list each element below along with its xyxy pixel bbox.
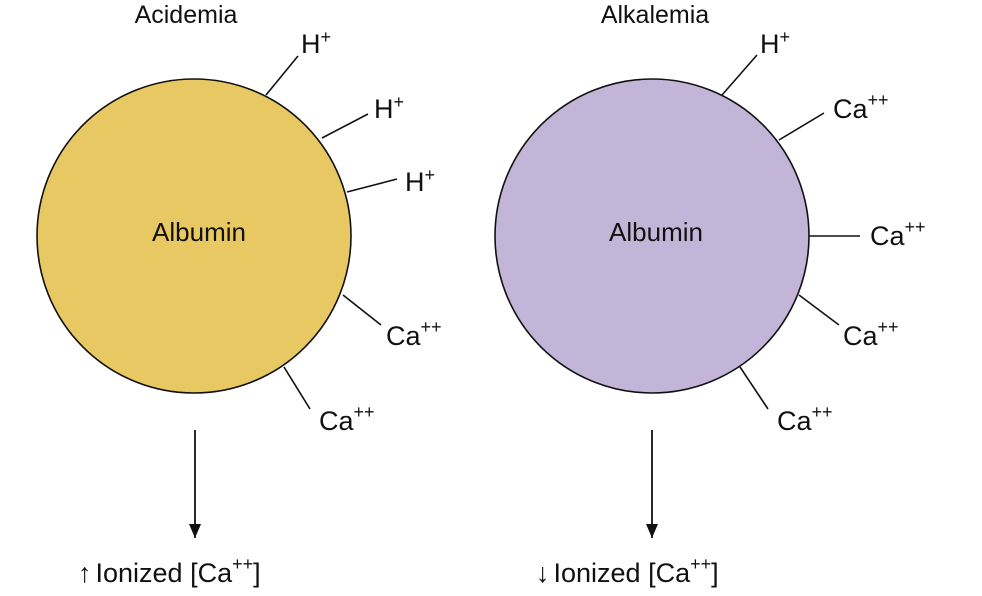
acidemia-title: Acidemia bbox=[135, 1, 238, 29]
albumin-label-alkalemia: Albumin bbox=[609, 217, 703, 247]
bond-line bbox=[778, 112, 825, 141]
bond-line bbox=[265, 55, 299, 96]
albumin-circle-acidemia bbox=[36, 78, 352, 394]
bound-ion-acidemia-3: H+ bbox=[346, 165, 435, 197]
bound-ion-alkalemia-5: Ca++ bbox=[739, 366, 833, 436]
alkalemia-panel: Alkalemia Albumin H+ Ca++ Ca++ Ca++ Ca++… bbox=[494, 1, 926, 588]
ion-label: Ca++ bbox=[833, 90, 889, 124]
ion-label: Ca++ bbox=[319, 402, 375, 436]
bond-line bbox=[342, 294, 382, 326]
result-alkalemia: ↓Ionized [Ca++] bbox=[536, 554, 719, 588]
down-arrow-icon: ↓ bbox=[536, 558, 550, 588]
ion-label: Ca++ bbox=[777, 402, 833, 436]
ion-label: Ca++ bbox=[843, 317, 899, 351]
ion-label: H+ bbox=[405, 165, 435, 197]
bond-line bbox=[283, 366, 311, 410]
bound-ion-alkalemia-3: Ca++ bbox=[809, 217, 926, 251]
ion-label: Ca++ bbox=[386, 317, 442, 351]
alkalemia-title: Alkalemia bbox=[601, 1, 709, 29]
ion-label: Ca++ bbox=[870, 217, 926, 251]
bound-ion-alkalemia-1: H+ bbox=[721, 27, 790, 96]
result-acidemia: ↑Ionized [Ca++] bbox=[78, 554, 261, 588]
ion-label: H+ bbox=[301, 27, 331, 59]
bound-ion-acidemia-4: Ca++ bbox=[342, 294, 442, 351]
bound-ion-acidemia-5: Ca++ bbox=[283, 366, 375, 436]
acidemia-panel: Acidemia Albumin H+ H+ H+ Ca++ Ca++ ↑Ion… bbox=[36, 1, 442, 588]
up-arrow-icon: ↑ bbox=[78, 558, 92, 588]
ion-label: H+ bbox=[374, 92, 404, 124]
bond-line bbox=[798, 294, 840, 326]
bond-line bbox=[739, 366, 769, 410]
bond-line bbox=[321, 113, 369, 139]
bond-line bbox=[346, 178, 398, 193]
bound-ion-acidemia-2: H+ bbox=[321, 92, 404, 139]
bond-line bbox=[721, 54, 758, 96]
bound-ion-alkalemia-4: Ca++ bbox=[798, 294, 899, 351]
bound-ion-acidemia-1: H+ bbox=[265, 27, 331, 96]
albumin-label-acidemia: Albumin bbox=[152, 217, 246, 247]
ion-label: H+ bbox=[760, 27, 790, 59]
bound-ion-alkalemia-2: Ca++ bbox=[778, 90, 889, 141]
